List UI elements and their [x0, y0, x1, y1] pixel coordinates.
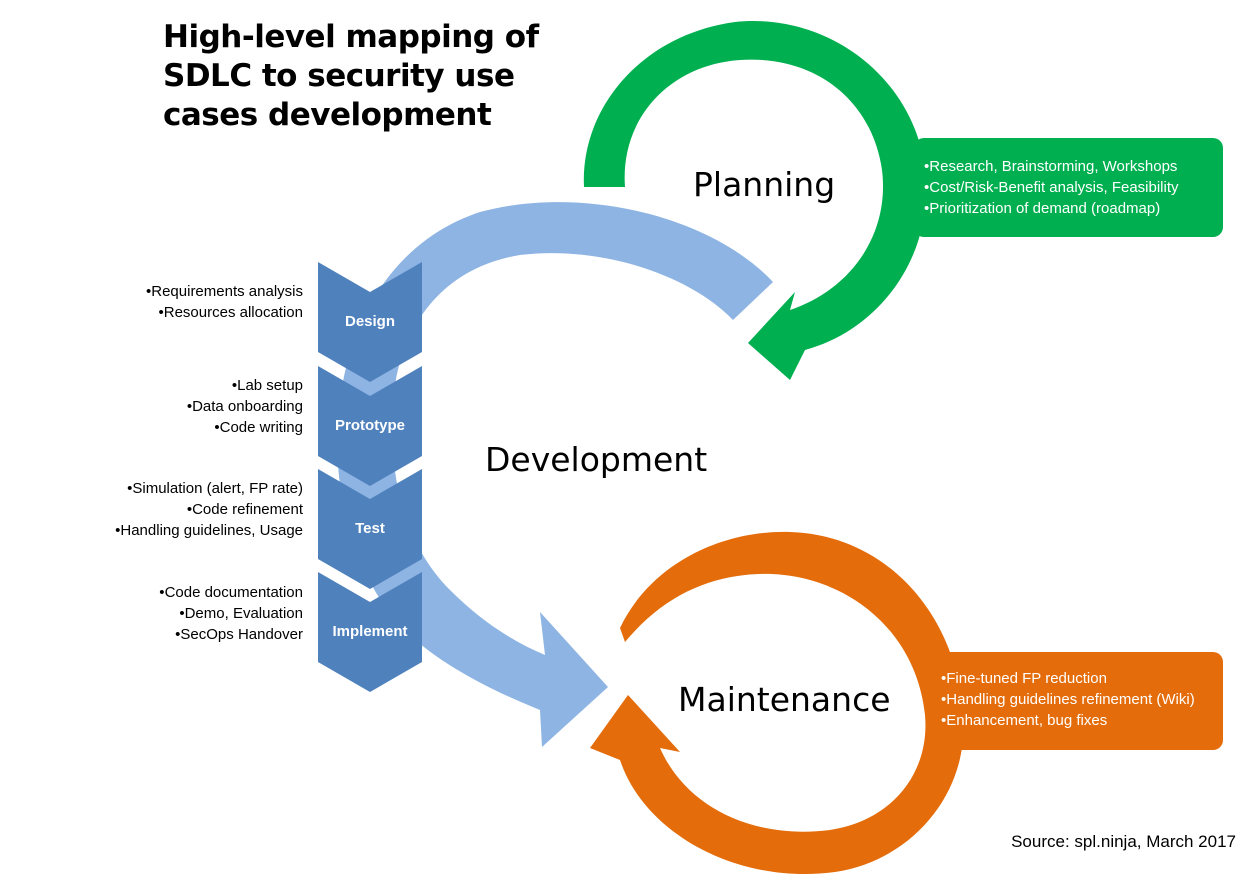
step-label-design: Design: [344, 313, 395, 330]
note-item: Code documentation: [159, 582, 303, 603]
note-item: Simulation (alert, FP rate): [115, 478, 303, 499]
implement-notes: Code documentation Demo, Evaluation SecO…: [159, 582, 303, 645]
maintenance-info-box: Fine-tuned FP reduction Handling guideli…: [927, 652, 1223, 750]
title-line-3: cases development: [163, 97, 492, 133]
maintenance-arrow-shape: [590, 531, 964, 875]
chevron-implement: [318, 572, 422, 692]
step-chevrons: [318, 262, 422, 692]
development-curved-arrow: [337, 202, 773, 748]
title-line-1: High-level mapping of: [163, 19, 539, 55]
maintenance-circular-arrow: [590, 531, 964, 875]
note-item: Code writing: [187, 417, 303, 438]
design-notes: Requirements analysis Resources allocati…: [146, 281, 303, 323]
title-line-2: SDLC to security use: [163, 58, 515, 94]
development-arrow-shape: [337, 202, 773, 748]
maintenance-phase-label: Maintenance: [678, 680, 891, 719]
note-item: Code refinement: [115, 499, 303, 520]
planning-item: Prioritization of demand (roadmap): [924, 198, 1213, 219]
planning-item: Research, Brainstorming, Workshops: [924, 156, 1213, 177]
step-label-prototype: Prototype: [334, 417, 405, 434]
planning-info-box: Research, Brainstorming, Workshops Cost/…: [914, 138, 1223, 237]
maintenance-item: Enhancement, bug fixes: [941, 710, 1213, 731]
test-notes: Simulation (alert, FP rate) Code refinem…: [115, 478, 303, 541]
prototype-notes: Lab setup Data onboarding Code writing: [187, 375, 303, 438]
step-label-implement: Implement: [332, 623, 408, 640]
note-item: Data onboarding: [187, 396, 303, 417]
step-label-test: Test: [355, 520, 385, 537]
planning-phase-label: Planning: [693, 165, 836, 204]
note-item: Demo, Evaluation: [159, 603, 303, 624]
maintenance-item: Handling guidelines refinement (Wiki): [941, 689, 1213, 710]
note-item: SecOps Handover: [159, 624, 303, 645]
note-item: Handling guidelines, Usage: [115, 520, 303, 541]
chevron-design: [318, 262, 422, 382]
note-item: Resources allocation: [146, 302, 303, 323]
note-item: Lab setup: [187, 375, 303, 396]
source-caption: Source: spl.ninja, March 2017: [1011, 832, 1236, 851]
chevron-test: [318, 469, 422, 589]
note-item: Requirements analysis: [146, 281, 303, 302]
page-title: High-level mapping of SDLC to security u…: [163, 18, 563, 135]
chevron-prototype: [318, 366, 422, 486]
planning-arrow-shape: [583, 21, 927, 381]
development-phase-label: Development: [485, 440, 708, 479]
planning-circular-arrow: [583, 21, 927, 381]
planning-item: Cost/Risk-Benefit analysis, Feasibility: [924, 177, 1213, 198]
maintenance-item: Fine-tuned FP reduction: [941, 668, 1213, 689]
